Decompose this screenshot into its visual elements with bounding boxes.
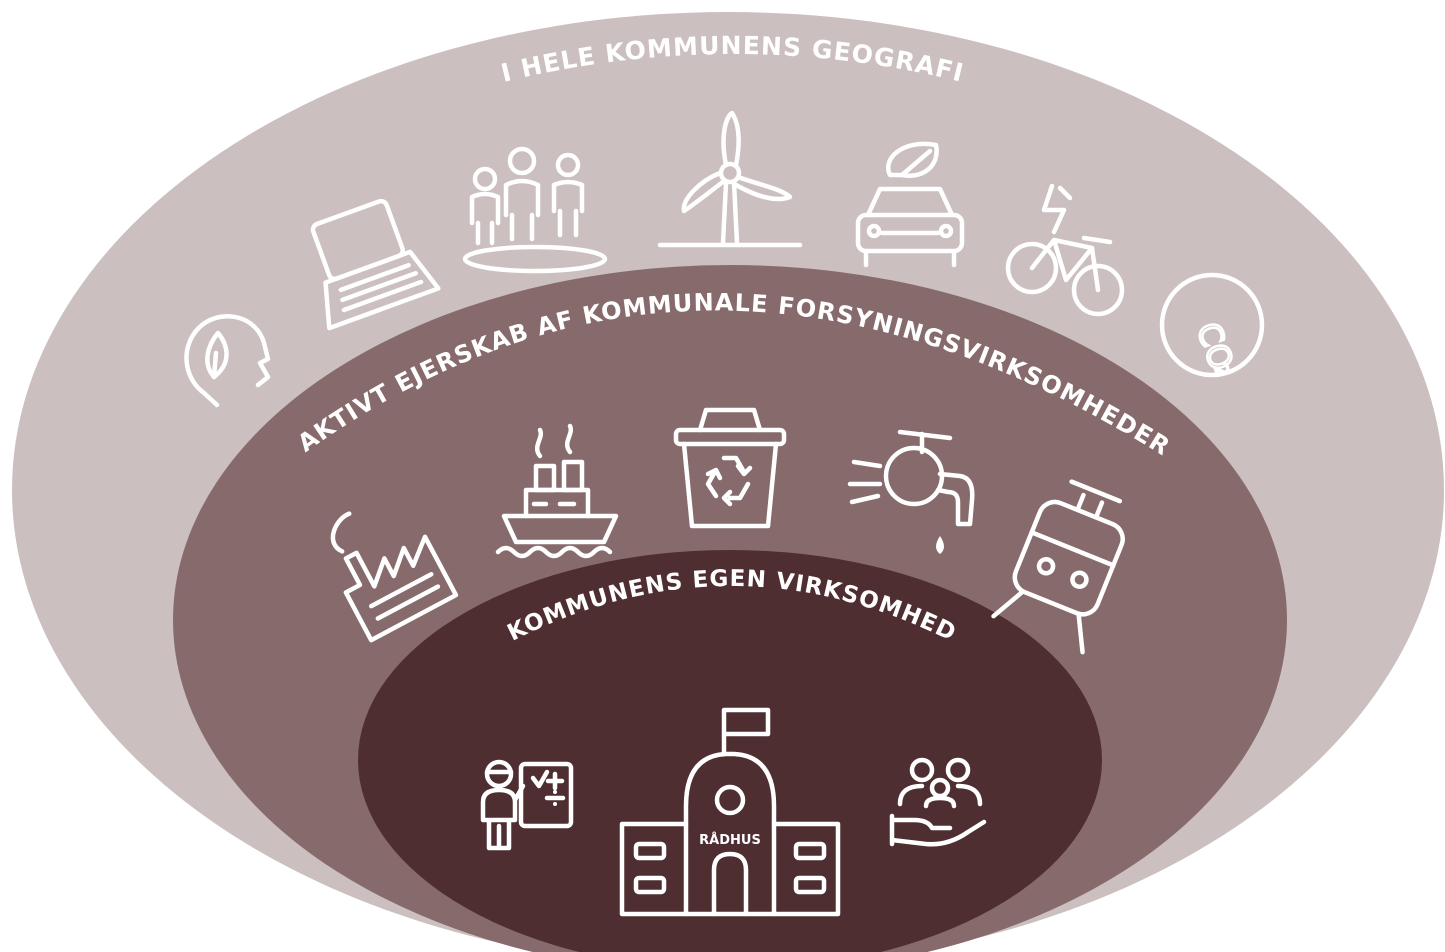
teacher-icon (480, 759, 574, 851)
head-leaf-icon (184, 314, 271, 408)
ship-icon (495, 423, 619, 559)
recycle-bin-icon (673, 407, 787, 529)
city-hall-label: RÅDHUS (699, 832, 761, 848)
city-hall-icon: RÅDHUS (619, 707, 841, 917)
train-icon (991, 479, 1125, 655)
wind-turbine-icon (657, 110, 803, 248)
car-leaf-icon (855, 141, 965, 268)
factory-icon (330, 511, 459, 643)
electric-bike-icon (1005, 183, 1125, 317)
care-hand-icon (889, 757, 987, 847)
people-group-icon (462, 146, 608, 274)
laptop-icon (310, 198, 441, 331)
water-tap-icon (847, 429, 975, 554)
inner-ring (358, 550, 1102, 952)
